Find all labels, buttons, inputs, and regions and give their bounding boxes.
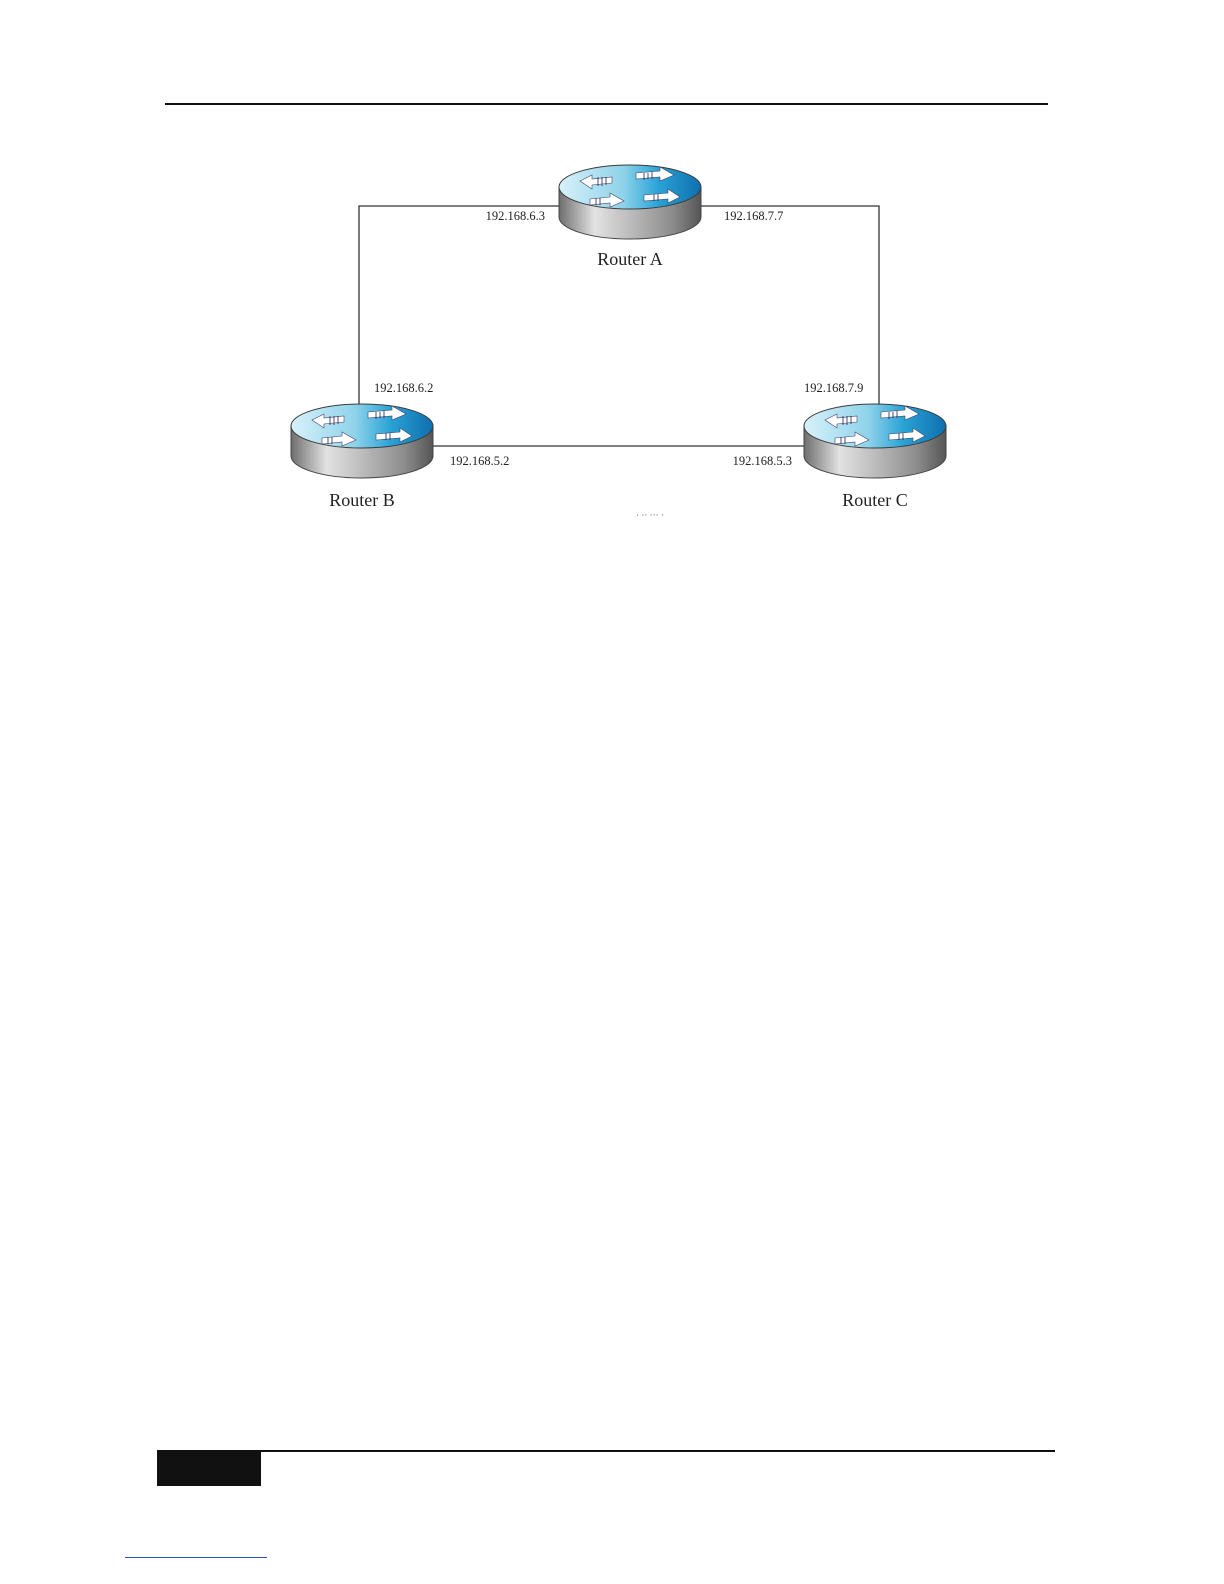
- page-number-block: [157, 1452, 261, 1486]
- router-a-label: Router A: [597, 249, 663, 269]
- footer-rule: [157, 1450, 1055, 1452]
- router-a-icon: [559, 165, 701, 239]
- router-b-icon: [291, 404, 433, 478]
- ip-b-to-c: 192.168.5.2: [450, 454, 509, 468]
- router-c-label: Router C: [842, 490, 908, 510]
- router-b-label: Router B: [329, 490, 395, 510]
- ip-c-to-a: 192.168.7.9: [804, 381, 863, 395]
- figure-caption: · ·· ··· ·: [636, 510, 664, 520]
- ip-b-to-a: 192.168.6.2: [374, 381, 433, 395]
- network-diagram: Router A Router B Router C 192.168.6.3 1…: [0, 0, 1224, 540]
- footer-link[interactable]: [125, 1557, 267, 1558]
- ip-a-to-b: 192.168.6.3: [486, 209, 545, 223]
- router-c-icon: [804, 404, 946, 478]
- ip-a-to-c: 192.168.7.7: [724, 209, 783, 223]
- ip-c-to-b: 192.168.5.3: [733, 454, 792, 468]
